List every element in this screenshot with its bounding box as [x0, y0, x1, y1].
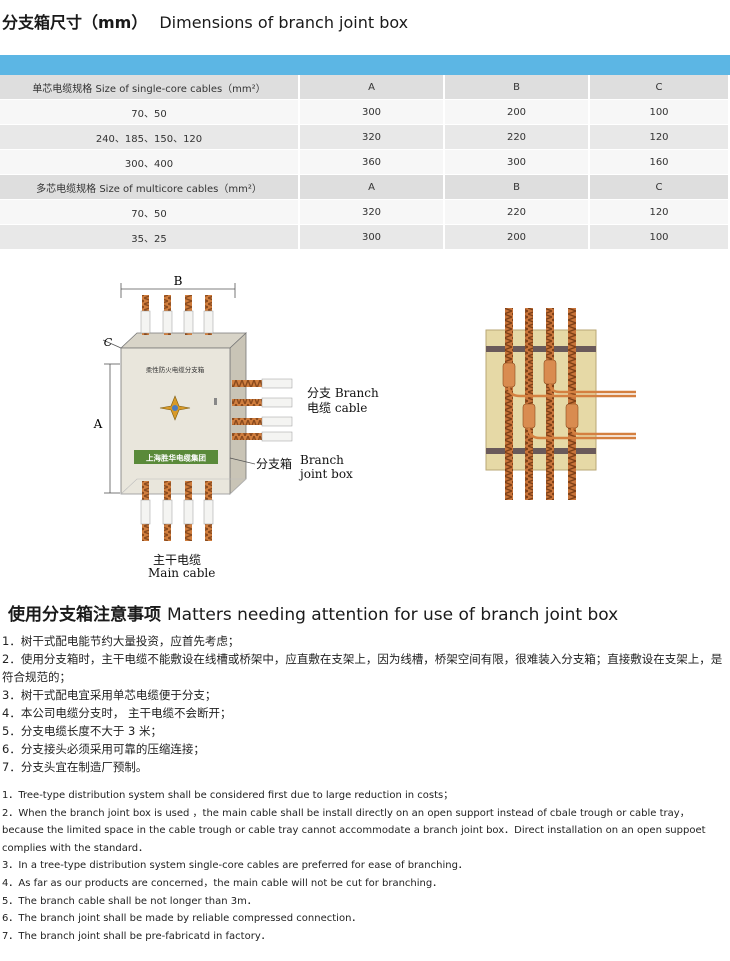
- branch-joints: [502, 359, 579, 429]
- star-logo-icon: [159, 395, 191, 421]
- table-cell: 70、50: [0, 99, 300, 125]
- box-top-face: [119, 332, 248, 349]
- dimensions-title-cn: 分支箱尺寸（mm）: [2, 13, 148, 32]
- notes-en-list: 1．Tree-type distribution system shall be…: [2, 787, 730, 945]
- table-cell: 100: [589, 224, 730, 250]
- box-brand: 上海胜华电缆集团: [146, 453, 206, 463]
- note-cn-item: 5．分支电缆长度不大于 3 米；: [2, 724, 162, 738]
- notes-title-en: Matters needing attention for use of bra…: [167, 605, 619, 625]
- notes-title: 使用分支箱注意事项 Matters needing attention for u…: [8, 600, 618, 625]
- table-cell: 120: [589, 124, 730, 150]
- note-en-item: 1．Tree-type distribution system shall be…: [2, 790, 454, 801]
- clamp-bar-top: [486, 346, 596, 352]
- table-cell: B: [444, 75, 590, 100]
- clamp-bar-bottom: [486, 448, 596, 454]
- note-cn-item: 6．分支接头必须采用可靠的压缩连接；: [2, 742, 205, 756]
- box-name-cn: 柔性防火电缆分支箱: [146, 365, 205, 374]
- dimensions-title-en: Dimensions of branch joint box: [159, 13, 409, 32]
- note-en-item: 3．In a tree-type distribution system sin…: [2, 860, 468, 872]
- note-cn-item: 1．树干式配电能节约大量投资，应首先考虑；: [2, 634, 240, 648]
- table-cell: 300: [444, 149, 590, 175]
- branch-wires: [507, 383, 636, 440]
- table-cell: 300: [299, 224, 445, 250]
- dim-c-label: C: [104, 336, 113, 349]
- table-cell: 320: [299, 199, 445, 225]
- table-cell: 100: [589, 99, 730, 125]
- table-cell: 160: [589, 149, 730, 175]
- branch-cables: [232, 378, 293, 442]
- branch-cable-label-2: 电缆 cable: [307, 401, 368, 415]
- table-cell: 240、185、150、120: [0, 124, 300, 150]
- dimensions-title: 分支箱尺寸（mm） Dimensions of branch joint box: [2, 9, 408, 33]
- note-en-item: 2．When the branch joint box is used ，the…: [2, 807, 706, 854]
- notes-cn-list: 1．树干式配电能节约大量投资，应首先考虑； 2．使用分支箱时，主干电缆不能敷设在…: [2, 632, 730, 776]
- table-cell: 220: [444, 124, 590, 150]
- table-cell: 单芯电缆规格 Size of single-core cables（mm²）: [0, 75, 300, 100]
- table-cell: 300: [299, 99, 445, 125]
- note-en-item: 6．The branch joint shall be made by reli…: [2, 913, 362, 925]
- table-cell: 35、25: [0, 224, 300, 250]
- table-cell: 200: [444, 224, 590, 250]
- note-en-item: 4．As far as our products are concerned，t…: [2, 877, 443, 889]
- table-cell: A: [299, 174, 445, 200]
- table-cell: A: [299, 75, 445, 100]
- branch-box-label-en: Branch: [300, 453, 344, 467]
- table-cell: 70、50: [0, 199, 300, 225]
- table-cell: 220: [444, 199, 590, 225]
- box-lock-icon: [214, 398, 217, 405]
- table-cell: 200: [444, 99, 590, 125]
- note-cn-item: 4．本公司电缆分支时， 主干电缆不会断开；: [2, 706, 232, 720]
- note-cn-item: 3．树干式配电宜采用单芯电缆便于分支；: [2, 688, 217, 702]
- table-cell: C: [589, 174, 730, 200]
- dim-b-label: B: [174, 274, 183, 288]
- main-cables-top: [140, 295, 214, 335]
- branch-box-diagram: B A C 柔性防火电缆分支箱 上海胜华电缆集团: [93, 274, 293, 541]
- branch-cable-label-1: 分支 Branch: [307, 386, 379, 400]
- table-cell: 300、400: [0, 149, 300, 175]
- table-cell: 多芯电缆规格 Size of multicore cables（mm²）: [0, 174, 300, 200]
- main-cables-bottom: [140, 481, 214, 541]
- branch-box-label-en-2: joint box: [300, 467, 353, 481]
- mounting-panel: [485, 329, 597, 471]
- note-en-item: 7．The branch joint shall be pre-fabricat…: [2, 930, 271, 942]
- table-cell: C: [589, 75, 730, 100]
- box-pointer-line: [229, 457, 256, 465]
- table-cell: 360: [299, 149, 445, 175]
- table-header-bar: [0, 55, 730, 75]
- main-cable-label-en: Main cable: [148, 566, 216, 580]
- table-cell: 120: [589, 199, 730, 225]
- box-side-face: [229, 332, 247, 495]
- branch-box-label-cn: 分支箱: [256, 457, 293, 471]
- notes-title-cn: 使用分支箱注意事项: [8, 605, 161, 625]
- dim-a-label: A: [93, 417, 103, 431]
- note-cn-item: 7．分支头宜在制造厂预制。: [2, 760, 148, 774]
- main-cable-label-cn: 主干电缆: [153, 553, 202, 567]
- note-cn-item: 2．使用分支箱时，主干电缆不能敷设在线槽或桥架中，应直敷在支架上，因为线槽，桥架…: [2, 652, 723, 684]
- note-en-item: 5．The branch cable shall be not longer t…: [2, 895, 257, 907]
- brand-bar: [134, 450, 218, 464]
- table-cell: B: [444, 174, 590, 200]
- table-cell: 320: [299, 124, 445, 150]
- branch-joint-illustration: [485, 308, 636, 500]
